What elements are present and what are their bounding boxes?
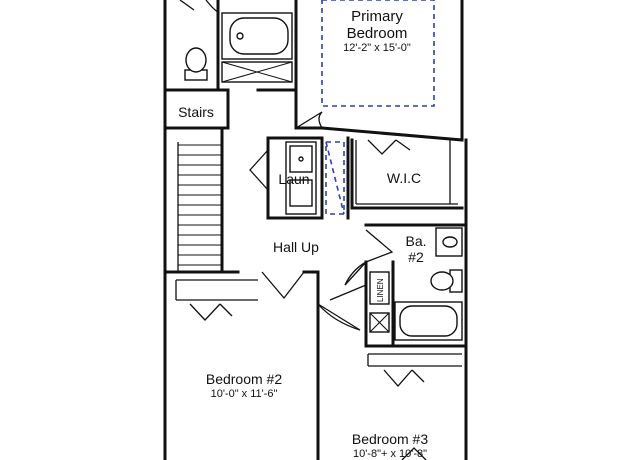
walk-in-closet: W.I.C <box>350 138 464 210</box>
bathtub-bath-2 <box>394 301 463 341</box>
wic-label: W.I.C <box>387 170 421 186</box>
bath-2-label-2: #2 <box>408 249 424 265</box>
bedroom-3-label: Bedroom #3 <box>352 431 428 447</box>
toilet-bath-2 <box>430 269 463 293</box>
bed-outline-primary <box>321 0 435 107</box>
bedroom-3-dimensions: 10'-8"+ x 10'-8" <box>353 448 427 460</box>
exterior-walls <box>163 0 468 460</box>
bedroom-3: Bedroom #3 10'-8"+ x 10'-8" <box>317 303 462 460</box>
bathtub-primary <box>221 12 293 60</box>
bedroom-2: Bedroom #2 10'-0" x 11'-6" <box>163 270 320 460</box>
hall-doors <box>222 261 367 302</box>
closet-doors-laundry <box>320 136 350 220</box>
hall-label: Hall Up <box>273 239 319 255</box>
bedroom-2-dimensions: 10'-0" x 11'-6" <box>211 388 278 400</box>
primary-bath-walls <box>163 0 298 130</box>
primary-bedroom: Primary Bedroom 12'-2" x 15'-0" <box>294 0 464 142</box>
hall: Hall Up <box>273 239 319 255</box>
laundry-label: Laun <box>278 171 309 187</box>
shower-primary <box>221 61 293 83</box>
stair-treads <box>178 144 222 266</box>
bath-2-label: Ba. <box>405 233 426 249</box>
toilet-primary <box>184 47 208 81</box>
linen-closet: LINEN <box>369 271 390 333</box>
stairs: Stairs <box>163 104 230 274</box>
primary-bedroom-label: Primary <box>351 8 403 25</box>
laundry: Laun <box>249 136 324 220</box>
linen-label: LINEN <box>376 278 385 302</box>
sink-bath-2 <box>435 227 463 257</box>
primary-bedroom-dimensions: 12'-2" x 15'-0" <box>343 42 411 54</box>
primary-bedroom-label-2: Bedroom <box>347 25 408 42</box>
stairs-label: Stairs <box>178 104 214 120</box>
bedroom-2-label: Bedroom #2 <box>206 371 282 387</box>
bath-2: LINEN Ba. #2 <box>364 223 468 348</box>
